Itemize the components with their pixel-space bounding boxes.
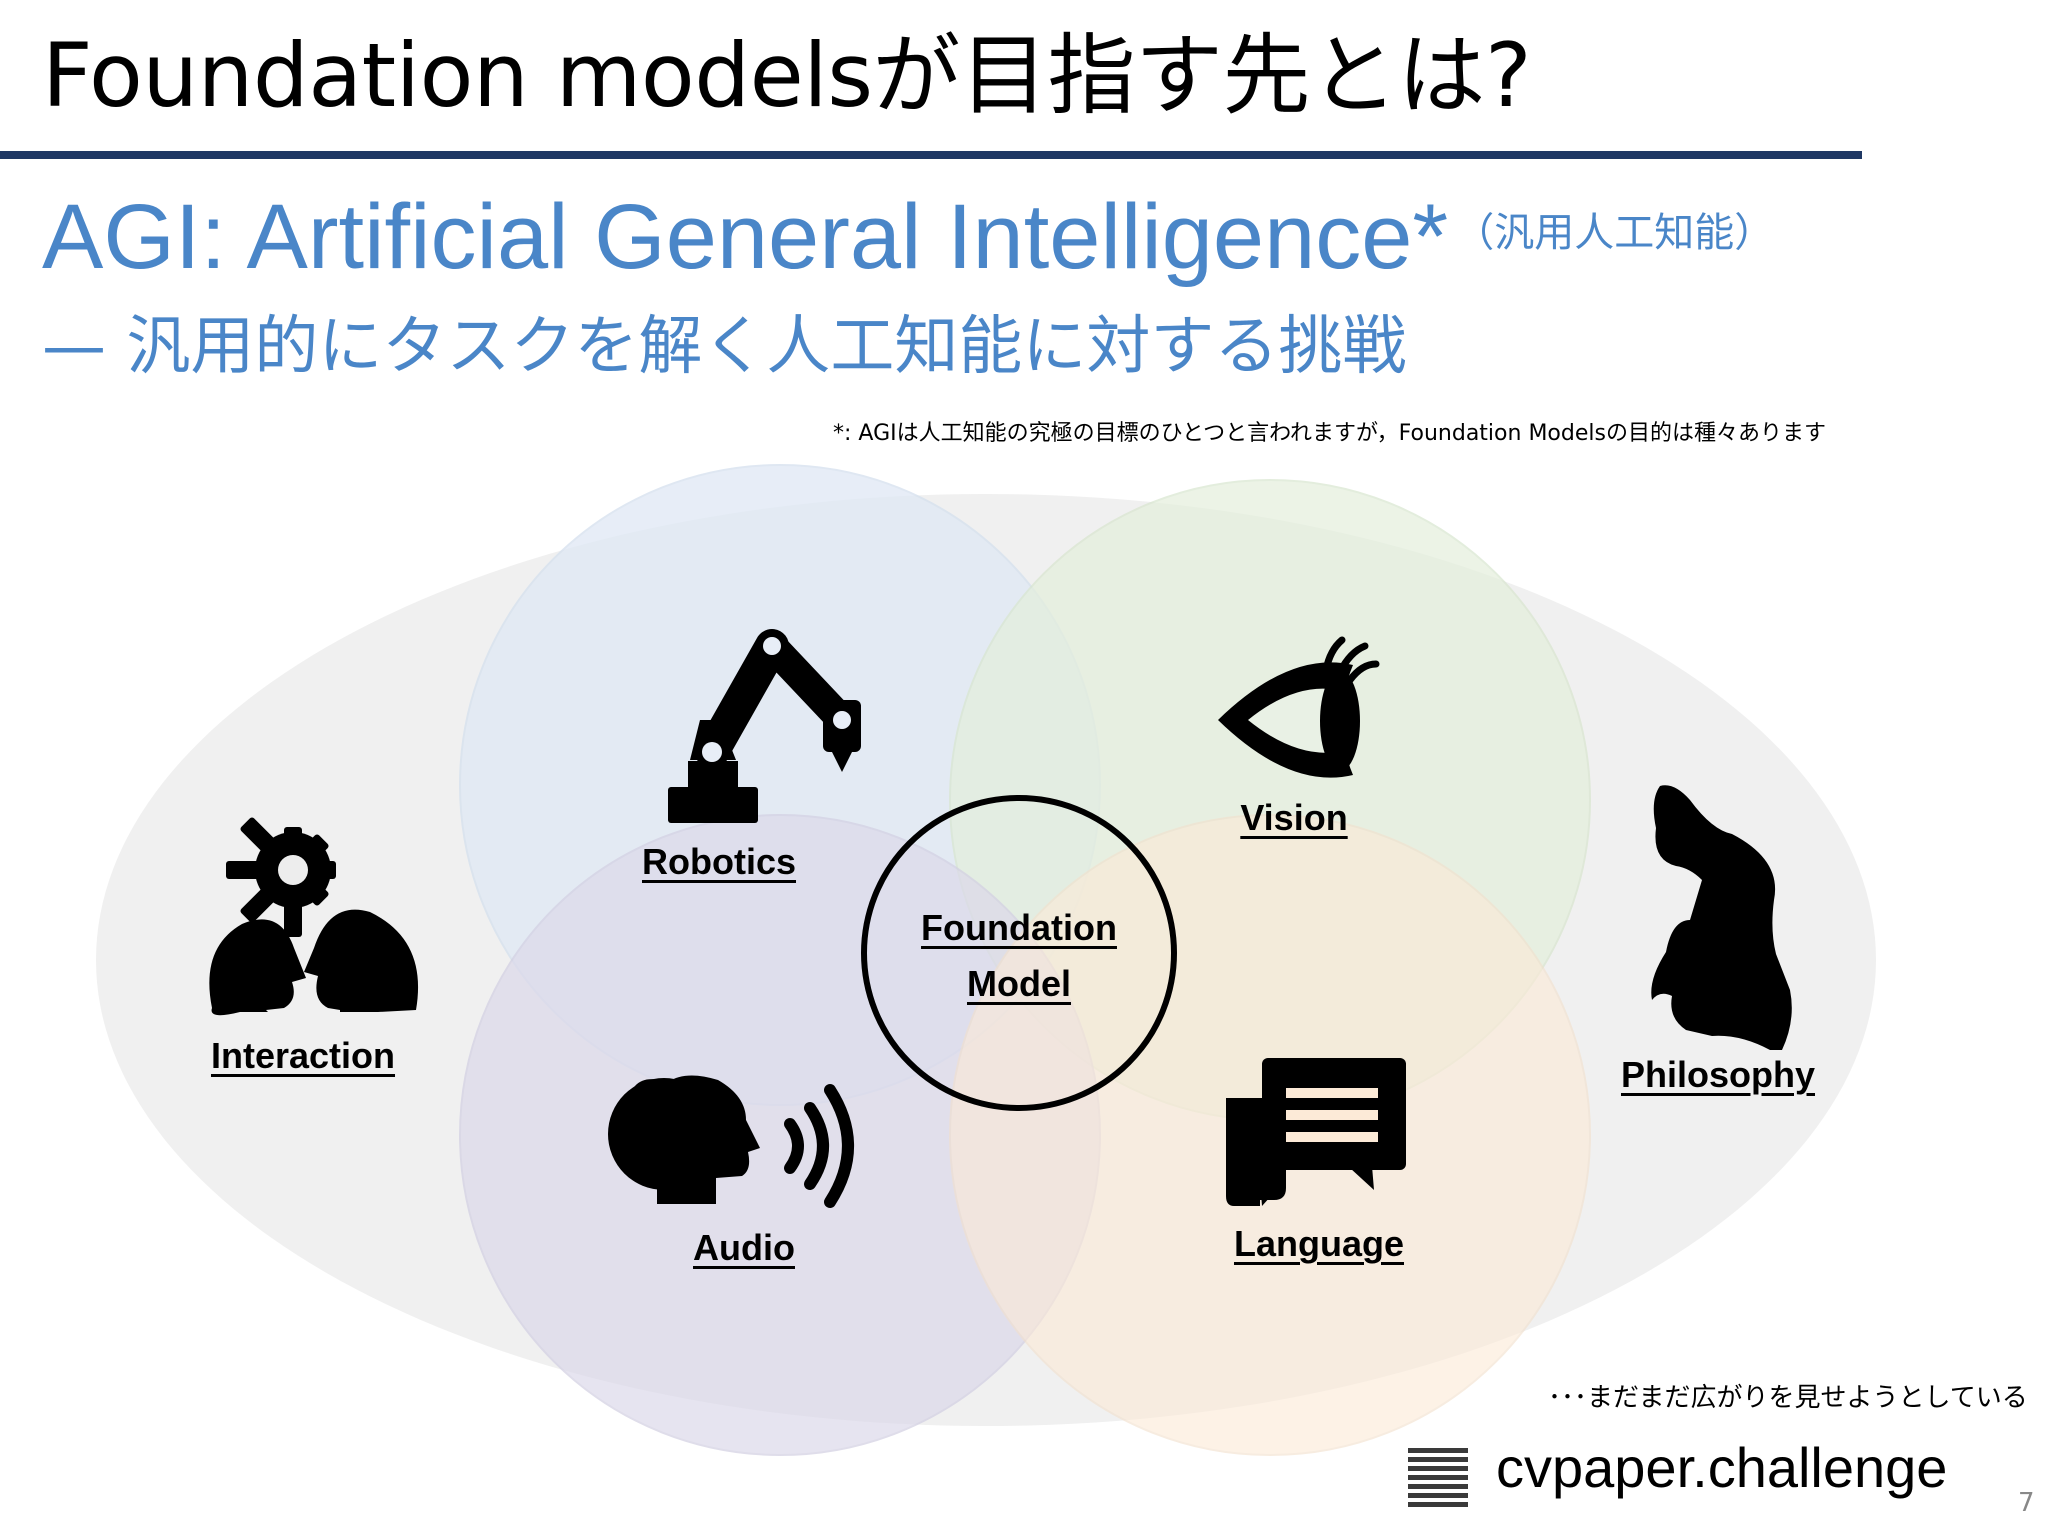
brand-name: cvpaper.challenge [1496, 1436, 1948, 1499]
gear-icon [226, 817, 336, 937]
chat-bubbles-icon [1226, 1058, 1406, 1206]
two-heads-icon [209, 909, 419, 1016]
foundation-model-line1: Foundation [921, 907, 1117, 948]
subtitle-paren: （汎用人工知能） [1454, 210, 1775, 256]
foundation-model-circle [861, 795, 1177, 1111]
robot-arm-icon [668, 629, 861, 823]
title-rule [0, 151, 1862, 159]
logo-stack-icon [1408, 1448, 1468, 1507]
label-interaction: Interaction [210, 1035, 396, 1076]
foundation-model-line2: Model [966, 963, 1071, 1004]
label-audio: Audio [693, 1227, 795, 1268]
foundation-model-label: Foundation Model [921, 900, 1117, 1012]
label-vision: Vision [1240, 797, 1348, 838]
subtitle: AGI: Artificial General Intelligence*（汎用… [42, 178, 1774, 292]
subtitle-subline: — 汎用的にタスクを解く人工知能に対する挑戦 [42, 310, 1407, 384]
label-language: Language [1233, 1223, 1405, 1264]
label-philosophy: Philosophy [1620, 1054, 1816, 1095]
subtitle-main: AGI: Artificial General Intelligence* [42, 186, 1449, 288]
thinker-statue-icon [1651, 785, 1792, 1050]
page-number: 7 [2018, 1488, 2035, 1518]
label-robotics: Robotics [641, 841, 797, 882]
slide-title: Foundation modelsが目指す先とは? [42, 24, 1532, 127]
speaking-head-icon [608, 1075, 854, 1208]
footnote: *: AGIは人工知能の究極の目標のひとつと言われますが，Foundation … [833, 421, 1826, 446]
eye-icon [1218, 636, 1380, 778]
tagline: ･･･まだまだ広がりを見せようとしている [1548, 1383, 2028, 1413]
